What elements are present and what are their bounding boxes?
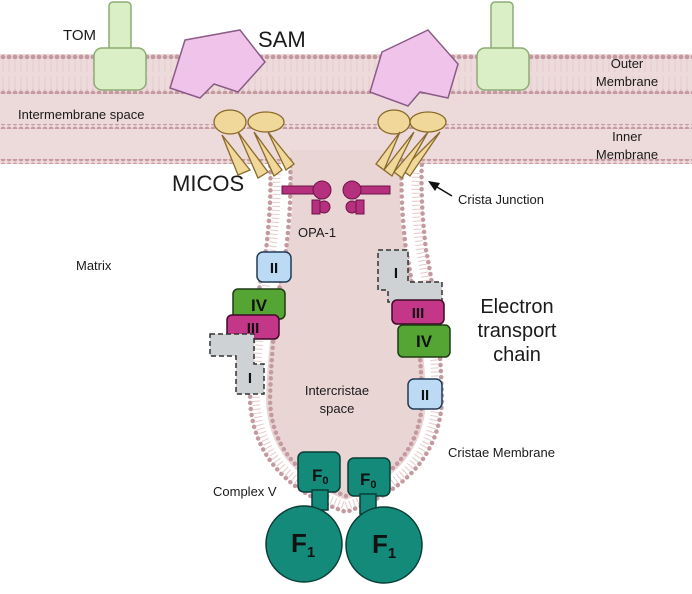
svg-text:III: III — [412, 305, 425, 322]
etc-label-1: Electron — [480, 296, 553, 318]
svg-text:I: I — [248, 370, 252, 387]
micos-complex-left — [213, 109, 295, 179]
svg-text:IV: IV — [251, 296, 268, 315]
intercristae-label-1: Intercristae — [305, 383, 369, 398]
micos-complex-right — [375, 109, 447, 179]
etc-label-3: chain — [493, 344, 541, 366]
svg-text:I: I — [394, 265, 398, 282]
complex-ii-left: II — [256, 251, 292, 283]
crista-junction-arrow — [428, 181, 453, 197]
etc-label-2: transport — [478, 320, 557, 342]
opa1-right — [342, 180, 391, 215]
svg-text:II: II — [270, 260, 278, 277]
complex-iv-right: IV — [397, 324, 451, 358]
svg-text:IV: IV — [416, 332, 433, 351]
intermembrane-space-label: Intermembrane space — [18, 107, 144, 122]
inner-membrane-label-1: Inner — [612, 129, 642, 144]
inner-membrane-label-2: Membrane — [596, 147, 658, 162]
atp-synthase-right: F0 F1 — [345, 457, 423, 584]
opa1-label: OPA-1 — [298, 225, 336, 240]
sam-complex-left — [169, 29, 266, 99]
complex-iii-left: III — [226, 314, 280, 340]
matrix-label: Matrix — [76, 258, 112, 273]
tom-complex-right — [476, 1, 530, 91]
tom-label: TOM — [63, 27, 96, 44]
micos-label: MICOS — [172, 171, 244, 196]
intermembrane-space — [0, 94, 692, 124]
complex-v-label: Complex V — [213, 484, 277, 499]
opa1-left — [281, 180, 332, 215]
tom-complex-left — [93, 1, 147, 91]
complex-ii-right: II — [407, 378, 443, 410]
sam-complex-right — [369, 29, 459, 107]
outer-membrane-label-1: Outer — [611, 56, 644, 71]
svg-text:F1: F1 — [291, 528, 315, 561]
svg-text:F1: F1 — [372, 529, 396, 562]
svg-text:III: III — [247, 320, 260, 337]
cristae-membrane-label: Cristae Membrane — [448, 445, 555, 460]
svg-text:II: II — [421, 387, 429, 404]
complex-i-left: I — [209, 333, 265, 395]
intercristae-label-2: space — [320, 401, 355, 416]
complex-iii-right: III — [391, 299, 445, 325]
atp-synthase-left: F0 F1 — [265, 451, 343, 583]
outer-membrane-label-2: Membrane — [596, 74, 658, 89]
sam-label: SAM — [258, 27, 306, 52]
svg-text:F0: F0 — [312, 466, 329, 487]
crista-junction-label: Crista Junction — [458, 192, 544, 207]
svg-text:F0: F0 — [360, 470, 377, 491]
